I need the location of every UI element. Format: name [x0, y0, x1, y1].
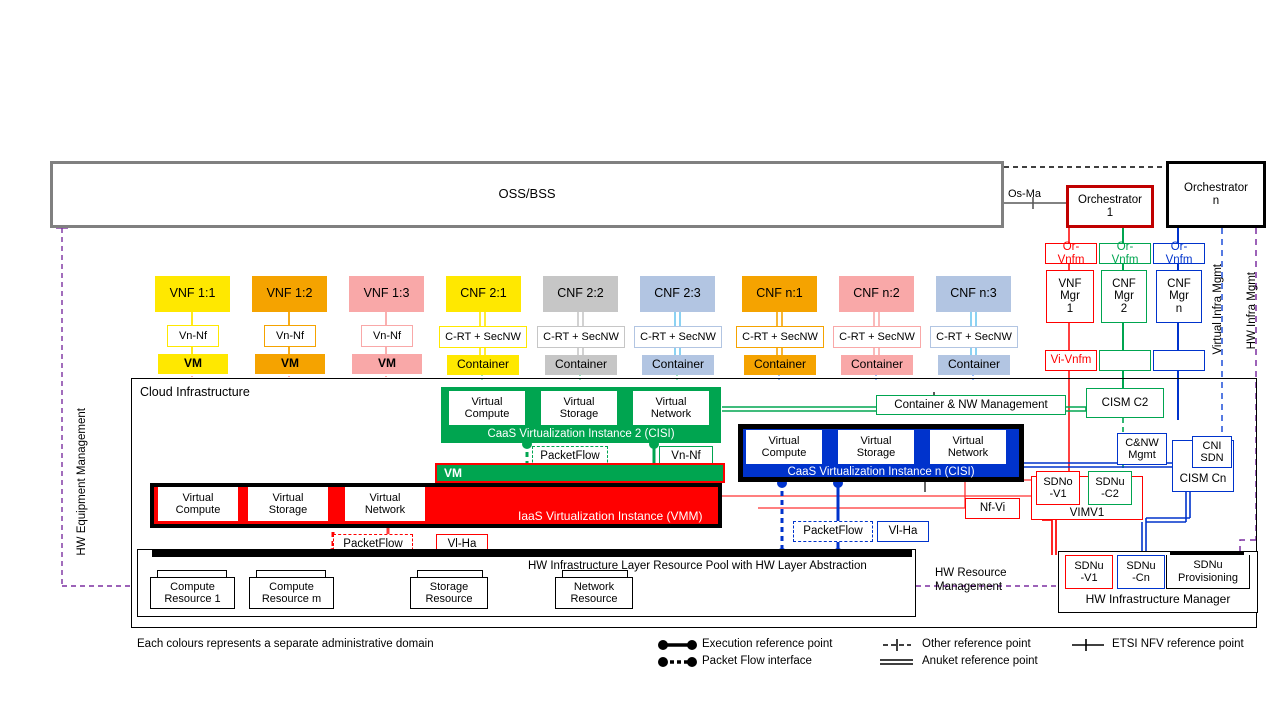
iaas-virtual-compute[interactable]: Virtual Compute — [158, 487, 238, 521]
sdnu-cn-box[interactable]: SDNu -Cn — [1117, 555, 1165, 589]
orchestrator-1-label: Orchestrator — [1078, 193, 1142, 206]
vnf-1-1-exec[interactable]: VM — [158, 354, 228, 374]
iaas-instance-label: IaaS Virtualization Instance (VMM) — [518, 509, 703, 523]
oss-bss-label: OSS/BSS — [498, 186, 556, 202]
storage-resource[interactable]: Storage Resource — [410, 577, 488, 609]
legend-other-reference-point: Other reference point — [922, 638, 1031, 650]
caas-instance-n-label: CaaS Virtualization Instance n (CISI) — [787, 465, 975, 478]
orchestrator-1-index: 1 — [1106, 206, 1114, 219]
compute-resource-1[interactable]: Compute Resource 1 — [150, 577, 235, 609]
cni-sdn-box[interactable]: CNI SDN — [1192, 436, 1232, 468]
caasn-virtual-compute[interactable]: Virtual Compute — [746, 430, 822, 464]
caas-instance-2-label: CaaS Virtualization Instance 2 (CISI) — [487, 427, 675, 440]
sdnu-v1-box[interactable]: SDNu -V1 — [1065, 555, 1113, 589]
vnf-1-2-iface[interactable]: Vn-Nf — [264, 325, 316, 347]
network-resource[interactable]: Network Resource — [555, 577, 633, 609]
caasn-virtual-storage[interactable]: Virtual Storage — [838, 430, 914, 464]
caasn-packetflow-rp[interactable]: PacketFlow — [793, 521, 873, 542]
or-vnfm-rp-n[interactable]: Or-Vnfm — [1153, 241, 1205, 266]
vnf-1-3-box[interactable]: VNF 1:3 — [349, 276, 424, 312]
cnf-mgr-n-box[interactable]: CNF Mgr n — [1156, 270, 1202, 323]
vimv1-label: VIMV1 — [1069, 506, 1105, 519]
caas2-packetflow-rp[interactable]: PacketFlow — [532, 446, 608, 467]
cnf-2-1-box[interactable]: CNF 2:1 — [446, 276, 521, 312]
sdnu-provisioning-box[interactable]: SDNu Provisioning — [1166, 555, 1250, 589]
cnf-n-2-exec[interactable]: Container — [841, 355, 913, 375]
cnf-n-3-box[interactable]: CNF n:3 — [936, 276, 1011, 312]
vnf-1-2-exec[interactable]: VM — [255, 354, 325, 374]
caas2-virtual-storage[interactable]: Virtual Storage — [541, 391, 617, 425]
cnf-n-2-iface[interactable]: C-RT + SecNW — [833, 326, 921, 348]
cnf-n-3-exec[interactable]: Container — [938, 355, 1010, 375]
cnf-n-2-box[interactable]: CNF n:2 — [839, 276, 914, 312]
vnf-1-1-iface[interactable]: Vn-Nf — [167, 325, 219, 347]
cnf-2-3-exec[interactable]: Container — [642, 355, 714, 375]
vnf-1-1-box[interactable]: VNF 1:1 — [155, 276, 230, 312]
legend-execution-reference-point: Execution reference point — [702, 638, 833, 650]
or-vnfm-rp-2[interactable]: Or-Vnfm — [1099, 241, 1151, 266]
vi-vnfm-rp-green[interactable] — [1099, 350, 1151, 371]
container-nw-management-rp[interactable]: Container & NW Management — [876, 395, 1066, 415]
sdnu-c2-box[interactable]: SDNu -C2 — [1088, 471, 1132, 505]
caasn-virtual-network[interactable]: Virtual Network — [930, 430, 1006, 464]
vnf-1-3-exec[interactable]: VM — [352, 354, 422, 374]
cnf-2-2-iface[interactable]: C-RT + SecNW — [537, 326, 625, 348]
vi-vnfm-rp-blue[interactable] — [1153, 350, 1205, 371]
cnf-n-1-iface[interactable]: C-RT + SecNW — [736, 326, 824, 348]
orchestrator-n-index: n — [1212, 194, 1220, 207]
legend-packet-flow-interface: Packet Flow interface — [702, 655, 812, 667]
os-ma-label: Os-Ma — [1008, 188, 1041, 200]
orchestrator-n-label: Orchestrator — [1184, 181, 1248, 194]
orchestrator-1-box[interactable]: Orchestrator 1 — [1066, 185, 1154, 228]
cnf-2-3-iface[interactable]: C-RT + SecNW — [634, 326, 722, 348]
cnf-2-1-exec[interactable]: Container — [447, 355, 519, 375]
vnf-mgr-1-box[interactable]: VNF Mgr 1 — [1046, 270, 1094, 323]
vnf-1-3-iface[interactable]: Vn-Nf — [361, 325, 413, 347]
cnf-2-2-exec[interactable]: Container — [545, 355, 617, 375]
cnf-n-1-box[interactable]: CNF n:1 — [742, 276, 817, 312]
cnf-mgr-2-box[interactable]: CNF Mgr 2 — [1101, 270, 1147, 323]
sdno-v1-box[interactable]: SDNo -V1 — [1036, 471, 1080, 505]
compute-resource-m[interactable]: Compute Resource m — [249, 577, 334, 609]
vm-bar-outer — [435, 463, 725, 483]
iaas-virtual-network[interactable]: Virtual Network — [345, 487, 425, 521]
vi-vnfm-rp[interactable]: Vi-Vnfm — [1045, 350, 1097, 371]
cism-c2-box[interactable]: CISM C2 — [1086, 388, 1164, 418]
legend-etsi-nfv-reference-point: ETSI NFV reference point — [1112, 638, 1244, 650]
caas2-virtual-network[interactable]: Virtual Network — [633, 391, 709, 425]
nf-vi-rp[interactable]: Nf-Vi — [965, 498, 1020, 519]
hw-infra-mgmt-label: HW Infra Mgmt — [1246, 272, 1258, 350]
cnf-2-2-box[interactable]: CNF 2:2 — [543, 276, 618, 312]
caas2-virtual-compute[interactable]: Virtual Compute — [449, 391, 525, 425]
virtual-infra-mgmt-label: Virtual Infra Mgmt — [1212, 264, 1224, 355]
hw-resource-management-label: HW Resource Management — [935, 567, 1007, 594]
cnf-n-1-exec[interactable]: Container — [744, 355, 816, 375]
vnf-1-2-box[interactable]: VNF 1:2 — [252, 276, 327, 312]
cnf-2-1-iface[interactable]: C-RT + SecNW — [439, 326, 527, 348]
cnw-mgmt-box[interactable]: C&NW Mgmt — [1117, 433, 1167, 465]
orchestrator-n-box[interactable]: Orchestrator n — [1166, 161, 1266, 228]
iaas-instance-box[interactable] — [150, 483, 722, 528]
cloud-infrastructure-container — [131, 378, 1257, 628]
cism-cn-label: CISM Cn — [1179, 472, 1227, 485]
hw-resource-pool-label: HW Infrastructure Layer Resource Pool wi… — [528, 560, 867, 572]
cnf-2-3-box[interactable]: CNF 2:3 — [640, 276, 715, 312]
hw-infrastructure-manager-label: HW Infrastructure Manager — [1085, 592, 1231, 607]
cnf-n-3-iface[interactable]: C-RT + SecNW — [930, 326, 1018, 348]
vm-bar-label: VM — [444, 466, 462, 480]
caasn-vl-ha-rp[interactable]: Vl-Ha — [877, 521, 929, 542]
oss-bss-box[interactable]: OSS/BSS — [50, 161, 1004, 228]
hw-resource-pool-bar — [152, 549, 912, 557]
cloud-infrastructure-label: Cloud Infrastructure — [140, 385, 250, 399]
hw-equipment-management-label: HW Equipment Management — [76, 408, 88, 556]
legend-anuket-reference-point: Anuket reference point — [922, 655, 1038, 667]
admin-domain-footnote: Each colours represents a separate admin… — [137, 638, 434, 650]
iaas-virtual-storage[interactable]: Virtual Storage — [248, 487, 328, 521]
or-vnfm-rp-1[interactable]: Or-Vnfm — [1045, 241, 1097, 266]
